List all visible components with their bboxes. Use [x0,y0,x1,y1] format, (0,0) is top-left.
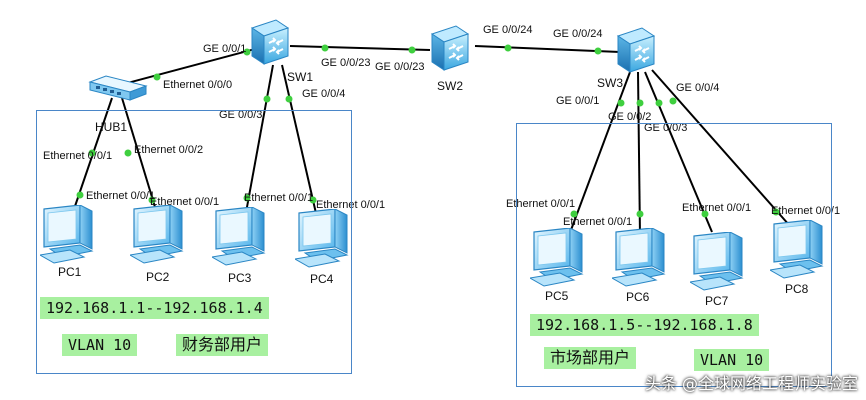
sw3-switch-icon[interactable] [617,27,655,73]
port-label-hub1-eth0: Ethernet 0/0/0 [163,79,232,91]
finance-ip-range: 192.168.1.1--192.168.1.4 [40,297,269,319]
sw1-switch-icon[interactable] [251,19,289,65]
link-sw3-pc6 [637,71,641,237]
port-label-pc3-eth: Ethernet 0/0/1 [244,192,313,204]
port-dots [76,44,780,218]
marketing-vlan: VLAN 10 [694,349,770,371]
pc2-label: PC2 [146,270,170,284]
pc7-label: PC7 [705,294,729,308]
port-label-pc5-eth: Ethernet 0/0/1 [506,198,575,210]
port-label-sw2-ge23: GE 0/0/23 [375,61,425,73]
link-sw3-pc7 [644,71,713,233]
port-label-pc8-eth: Ethernet 0/0/1 [771,205,840,217]
sw3-label: SW3 [597,76,623,90]
link-sw3-pc8 [651,69,791,227]
sw1-label: SW1 [287,70,313,84]
marketing-dept: 市场部用户 [544,347,637,369]
marketing-group-box [516,123,832,387]
pc3-label: PC3 [228,271,252,285]
port-label-pc7-eth: Ethernet 0/0/1 [682,202,751,214]
link-sw1-sw2 [289,45,431,51]
port-label-hub1-eth1: Ethernet 0/0/1 [43,150,112,162]
port-label-sw1-ge4: GE 0/0/4 [302,88,345,100]
hub1-label: HUB1 [95,120,127,134]
port-label-pc6-eth: Ethernet 0/0/1 [563,216,632,228]
pc6-label: PC6 [626,290,650,304]
finance-dept: 财务部用户 [176,334,269,356]
sw2-label: SW2 [437,79,463,93]
port-label-sw3-ge3: GE 0/0/3 [644,122,687,134]
pc4-label: PC4 [310,272,334,286]
pc1-label: PC1 [58,265,82,279]
port-label-hub1-eth2: Ethernet 0/0/2 [134,144,203,156]
pc5-label: PC5 [545,289,569,303]
finance-group-box [36,110,352,374]
port-label-sw3-ge2: GE 0/0/2 [608,111,651,123]
link-sw1-pc4 [281,64,319,223]
port-label-sw2-ge24: GE 0/0/24 [483,24,533,36]
port-label-sw3-ge24: GE 0/0/24 [553,28,603,40]
sw2-switch-icon[interactable] [431,25,469,71]
finance-vlan: VLAN 10 [62,334,138,356]
port-label-pc2-eth: Ethernet 0/0/1 [150,196,219,208]
marketing-ip-range: 192.168.1.5--192.168.1.8 [530,314,759,336]
port-label-sw1-ge23: GE 0/0/23 [321,57,371,69]
port-label-sw1-ge3: GE 0/0/3 [219,109,262,121]
port-label-pc4-eth: Ethernet 0/0/1 [316,199,385,211]
port-label-sw3-ge4: GE 0/0/4 [676,82,719,94]
port-label-sw1-ge1: GE 0/0/1 [203,43,246,55]
link-sw1-pc3 [244,64,274,219]
pc8-label: PC8 [785,282,809,296]
watermark: 头条 @全球网络工程师实验室 [644,374,858,393]
port-label-pc1-eth: Ethernet 0/0/1 [86,190,155,202]
port-label-sw3-ge1: GE 0/0/1 [556,95,599,107]
link-sw3-pc5 [567,71,631,239]
